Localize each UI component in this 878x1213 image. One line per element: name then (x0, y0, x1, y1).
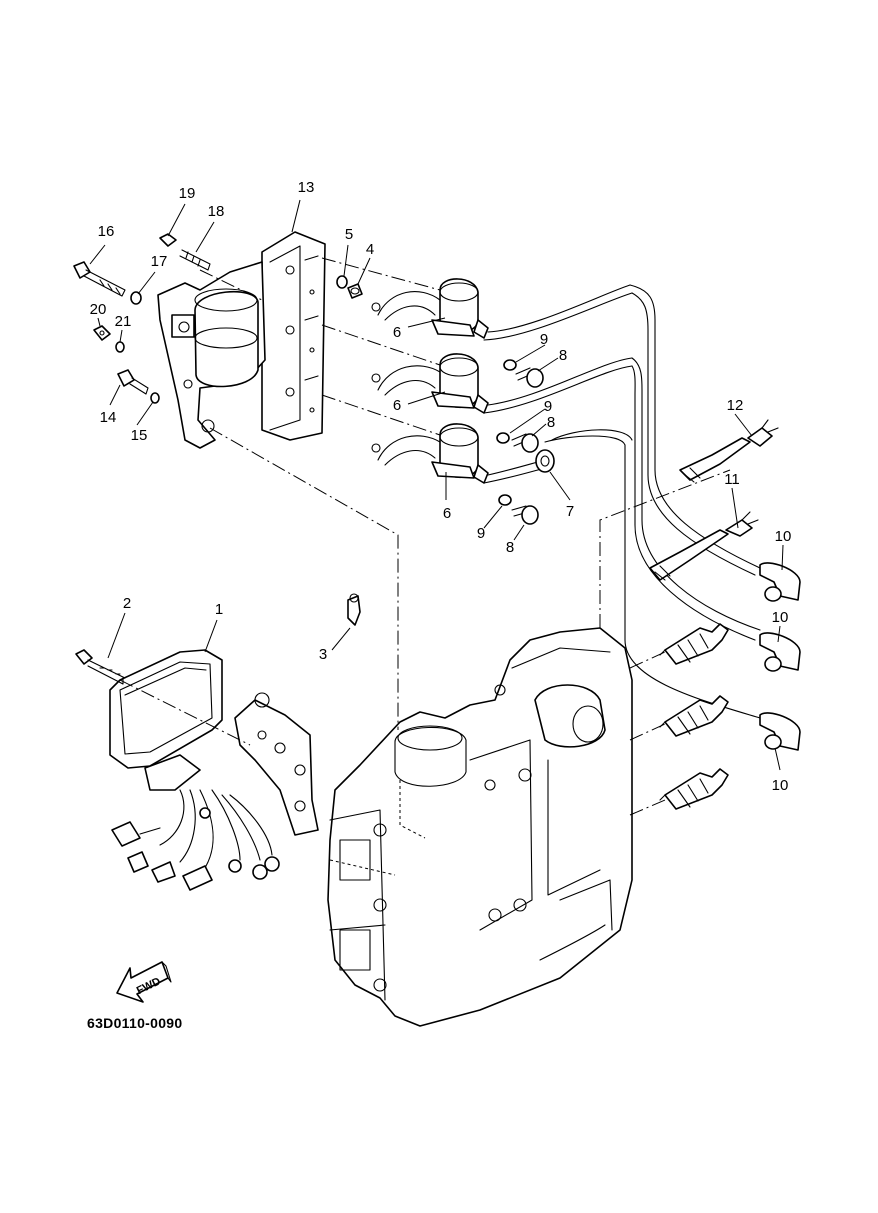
clamp-bracket (157, 261, 266, 449)
plug-lead-12 (679, 419, 779, 483)
screw-4 (347, 283, 363, 299)
callout-9-upper: 9 (540, 331, 548, 348)
callout-8-middle: 8 (547, 414, 555, 431)
screw-8a (515, 367, 544, 388)
pulser-bracket (234, 692, 319, 836)
callout-19: 19 (179, 185, 196, 202)
callout-9-middle: 9 (544, 398, 552, 415)
bolt-20 (93, 325, 111, 341)
callout-1: 1 (215, 601, 223, 618)
callout-7: 7 (566, 503, 574, 520)
plug-cap-upper (759, 562, 801, 602)
ignition-coil-lower (377, 423, 546, 484)
callout-6-upper: 6 (393, 324, 401, 341)
bolt-2 (75, 649, 126, 685)
callout-20: 20 (90, 301, 107, 318)
stud-18 (179, 249, 211, 271)
screw-8c (511, 505, 539, 525)
plug-lead-11 (649, 511, 759, 581)
callout-2: 2 (123, 595, 131, 612)
engine-block (327, 627, 633, 1027)
callout-10-upper: 10 (775, 528, 792, 545)
callout-9-lower: 9 (477, 525, 485, 542)
plug-cap-middle (759, 632, 801, 672)
callout-5: 5 (345, 226, 353, 243)
ignition-coil-upper (377, 278, 633, 341)
callout-10-middle: 10 (772, 609, 789, 626)
cdi-unit (109, 649, 223, 769)
document-code: 63D0110-0090 (87, 1015, 183, 1031)
washer-9c (498, 494, 512, 506)
ground-terminals (371, 302, 381, 453)
callout-10-lower: 10 (772, 777, 789, 794)
bolt-14 (117, 369, 149, 395)
washer-5 (336, 275, 348, 289)
callout-labels: 1 2 3 4 5 6 6 6 7 8 8 8 9 9 9 10 10 10 1… (90, 179, 792, 794)
callout-11: 11 (724, 471, 740, 488)
clip-3 (347, 593, 361, 626)
fwd-arrow: FWD (116, 961, 172, 1003)
callout-8-upper: 8 (559, 347, 567, 364)
callout-14: 14 (100, 409, 117, 426)
plug-cap-lower (759, 712, 801, 751)
washer-9a (503, 359, 517, 371)
leader-lines (89, 199, 784, 771)
callout-18: 18 (208, 203, 225, 220)
spark-plug-upper (659, 623, 729, 665)
assembly-lines (119, 257, 731, 816)
callout-12: 12 (727, 397, 744, 414)
screw-8b (511, 433, 539, 453)
spark-plug-lower (659, 768, 729, 810)
callout-6-lower: 6 (443, 505, 451, 522)
washer-21 (115, 341, 125, 353)
callout-16: 16 (98, 223, 115, 240)
callout-6-middle: 6 (393, 397, 401, 414)
bolt-16 (73, 261, 126, 297)
nut-19 (159, 233, 177, 247)
callout-3: 3 (319, 646, 327, 663)
callout-15: 15 (131, 427, 148, 444)
washer-9b (496, 432, 510, 444)
spark-plug-middle (659, 695, 729, 737)
ignition-coil-middle (377, 353, 633, 414)
coil-bracket (261, 231, 326, 441)
callout-13: 13 (298, 179, 315, 196)
washer-15 (150, 392, 160, 404)
cdi-harness (111, 754, 280, 891)
callout-17: 17 (151, 253, 168, 270)
callout-4: 4 (366, 241, 374, 258)
callout-8-lower: 8 (506, 539, 514, 556)
washer-17 (130, 291, 142, 305)
grommet (535, 449, 555, 473)
callout-21: 21 (115, 313, 132, 330)
